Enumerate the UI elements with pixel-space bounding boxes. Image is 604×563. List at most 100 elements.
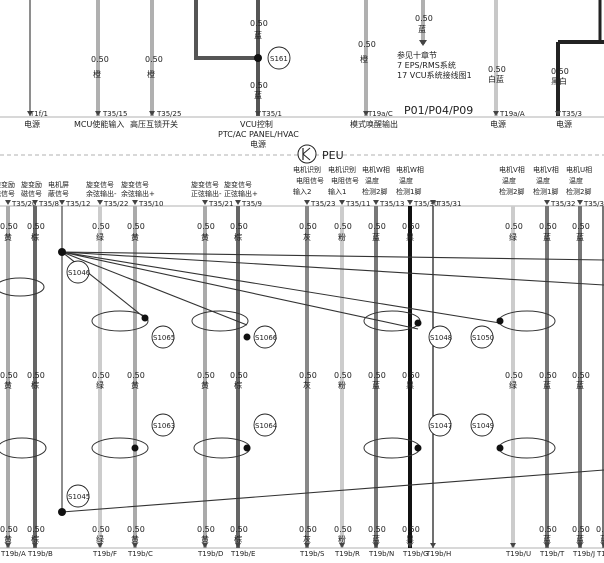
pin-function-label: 旋变信号	[86, 180, 114, 189]
wire-color: 橙	[147, 69, 155, 79]
transistor-symbol-icon	[297, 144, 317, 164]
wire-spec: 0.50	[0, 525, 18, 534]
splice-dot	[414, 444, 422, 452]
pin-function-label: 旋变励	[0, 180, 15, 189]
pin-function-label: 旋变信号	[224, 180, 252, 189]
splice-label: S1046	[68, 269, 91, 277]
reference-note: 7 EPS/RMS系统	[397, 60, 456, 70]
pin-arrow	[544, 200, 550, 205]
wire-spec: 0.50	[92, 222, 110, 231]
wire-spec: 0.50	[368, 222, 386, 231]
pin-arrow	[601, 543, 604, 548]
splice-label: S1045	[68, 493, 90, 501]
wire-spec: 0.50	[92, 525, 110, 534]
wire-spec: 0.50	[197, 222, 215, 231]
pin-label: T19b/D	[197, 550, 223, 558]
wire-spec: 0.50	[334, 371, 352, 380]
wire-spec: 0.50	[250, 81, 268, 90]
wire-spec: 0.50	[0, 371, 18, 380]
wire-color: 蓝	[543, 232, 551, 242]
splice-marker	[428, 325, 452, 349]
pin-arrow	[555, 111, 561, 116]
wire-spec: 0.50	[92, 371, 110, 380]
pin-arrow	[339, 200, 345, 205]
pin-arrow	[363, 111, 369, 116]
wire-color: 黄	[201, 380, 209, 390]
wire-spec: 0.50	[27, 525, 45, 534]
pin-function-label: 磁信号	[21, 189, 42, 198]
wire-spec: 0.50	[145, 55, 163, 64]
pin-label: T35/1	[261, 110, 282, 118]
pin-arrow	[544, 543, 550, 548]
peu-module: PEU	[0, 144, 604, 164]
wire-color: 橙	[93, 69, 101, 79]
shield-fan-wire	[61, 469, 604, 513]
pin-label: T35/21	[208, 200, 233, 208]
pin-label: T35/15	[102, 110, 127, 118]
wire-spec: 0.50	[402, 222, 420, 231]
splice-marker	[470, 413, 494, 437]
pin-function-label: 旋变信号	[191, 180, 219, 189]
splice-dot	[254, 54, 262, 62]
wire-color: 黑	[406, 535, 414, 544]
pin-function-label: 电源	[556, 119, 572, 129]
ref-arrow	[419, 40, 427, 46]
splice-dot	[58, 248, 66, 256]
pin-function-label: 温度	[502, 176, 516, 185]
pin-arrow	[27, 111, 33, 116]
pin-function-label: 电机W相	[396, 165, 424, 174]
wire-spec: 0.50	[197, 525, 215, 534]
wire-color: 绿	[96, 233, 104, 242]
pin-label: T35/33	[583, 200, 604, 208]
wire-spec: 0.50	[368, 371, 386, 380]
wire-color: 绿	[96, 535, 104, 544]
splice-dot	[496, 317, 504, 325]
pin-function-label: 电阻信号	[331, 176, 359, 185]
pin-function-label: 温度	[399, 176, 413, 185]
pin-function-label: 温度	[365, 176, 379, 185]
wire-spec: 0.50	[488, 65, 506, 74]
splice-dot	[243, 333, 251, 341]
pin-label: T35/22	[103, 200, 128, 208]
splice-label: S1063	[153, 422, 175, 430]
pin-label: T35/9	[241, 200, 262, 208]
pin-label: T19b/G	[402, 550, 428, 558]
wire-spec: 0.50	[572, 222, 590, 231]
twisted-pair-marker	[91, 310, 149, 332]
splice-marker	[253, 413, 277, 437]
pin-arrow	[407, 200, 413, 205]
pin-label: T35/20	[11, 200, 36, 208]
splice-label: S1048	[430, 334, 452, 342]
pin-arrow	[5, 200, 11, 205]
pin-arrow	[97, 200, 103, 205]
page-reference: P01/P04/P09	[404, 104, 473, 117]
wire-spec: 0.50	[334, 222, 352, 231]
pin-arrow	[430, 200, 436, 205]
splice-dot	[243, 444, 251, 452]
wire-spec: 0.50	[27, 222, 45, 231]
pin-arrow	[304, 200, 310, 205]
splice-dot	[58, 508, 66, 516]
splice-label: S161	[270, 55, 288, 63]
wire-spec: 0.50	[197, 371, 215, 380]
pin-arrow	[373, 200, 379, 205]
wire-color: 白蓝	[488, 74, 504, 84]
pin-function-label: 正弦输出-	[191, 189, 222, 198]
wire-spec: 0.50	[230, 371, 248, 380]
wire-color: 蓝	[418, 24, 426, 34]
pin-arrow	[235, 200, 241, 205]
pin-function-label: 电机W相	[362, 165, 390, 174]
wire-spec: 0.50	[368, 525, 386, 534]
twisted-pair-marker	[0, 437, 47, 459]
pin-arrow	[407, 543, 413, 548]
pin-arrow	[304, 543, 310, 548]
pin-function-label: 余弦输出+	[121, 189, 155, 198]
pin-function-label: 电机屏	[48, 180, 69, 189]
pin-label: T35/30	[413, 200, 438, 208]
wire-spec: 0.50	[551, 67, 569, 76]
wire-spec: 0.50	[0, 222, 18, 231]
pin-label: T19b/A	[0, 550, 26, 558]
shield-fan-wire	[61, 251, 419, 330]
splice-label: S1050	[472, 334, 494, 342]
